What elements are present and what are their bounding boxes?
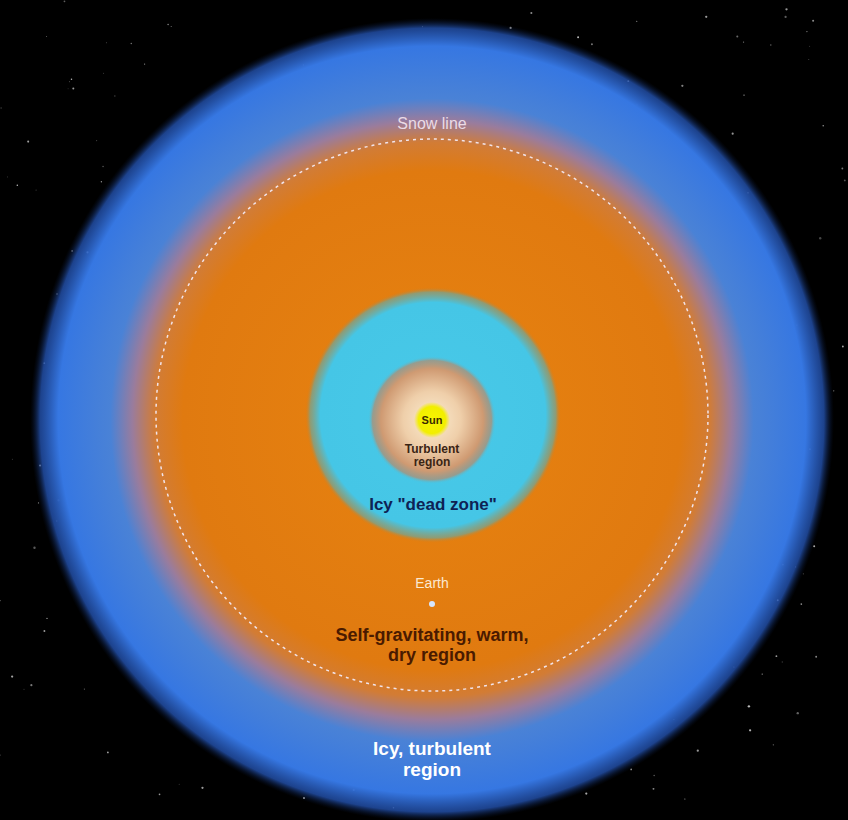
text-holder: Self-gravitating, warm, dry region (327, 626, 537, 666)
star (705, 16, 707, 18)
region-label: Sun (417, 415, 447, 426)
star (178, 783, 180, 785)
star (842, 346, 844, 348)
dead-zone: SunTurbulent regionIcy "dead zone" (309, 291, 557, 539)
sun: Sun (417, 405, 447, 435)
region-label: Self-gravitating, warm, dry region (327, 626, 537, 666)
star (833, 390, 834, 391)
star (101, 181, 102, 182)
star (775, 655, 777, 657)
star (841, 168, 843, 170)
region-label: Icy "dead zone" (348, 496, 518, 515)
star (732, 133, 734, 135)
star (46, 618, 47, 619)
star (781, 661, 783, 663)
star (785, 8, 787, 10)
star (103, 72, 105, 74)
star (808, 59, 809, 60)
star (107, 751, 109, 753)
star (743, 41, 744, 42)
star (167, 24, 169, 26)
star (11, 458, 13, 460)
star (131, 43, 133, 45)
star (577, 36, 579, 38)
star (784, 16, 786, 18)
star (653, 775, 655, 777)
inner-turbulent-disk (368, 356, 496, 484)
star (800, 603, 802, 605)
star (809, 45, 811, 47)
star (743, 94, 744, 95)
text-holder: Turbulent region (387, 443, 477, 469)
star (0, 754, 1, 755)
star (114, 95, 115, 96)
star (17, 184, 19, 186)
star (7, 176, 9, 178)
star (171, 26, 172, 27)
label-holder: Snow line (372, 115, 492, 133)
label-holder: Earth (392, 576, 472, 591)
star (11, 675, 13, 677)
star (697, 750, 699, 752)
star (806, 31, 807, 32)
star (30, 684, 32, 686)
star (749, 729, 751, 731)
star (96, 140, 97, 141)
star (773, 744, 774, 745)
star (102, 166, 103, 167)
star (201, 787, 203, 789)
star (0, 107, 1, 108)
star (819, 237, 821, 239)
star (812, 20, 814, 22)
region-label: Turbulent region (387, 443, 477, 469)
star (84, 688, 85, 689)
star (159, 794, 161, 796)
outer-region: SunTurbulent regionIcy "dead zone" Self-g… (30, 18, 834, 820)
star (36, 190, 37, 191)
star (67, 88, 69, 90)
star (33, 547, 35, 549)
star (43, 630, 45, 632)
star (748, 705, 750, 707)
star (762, 673, 763, 674)
star (144, 63, 145, 64)
star (0, 600, 1, 601)
star (844, 179, 846, 181)
text-holder: Sun (417, 415, 447, 426)
star (105, 42, 107, 44)
star (69, 81, 71, 83)
star (684, 798, 685, 799)
star (64, 0, 66, 2)
star (71, 78, 72, 79)
dead-zone-disk (305, 287, 561, 543)
star (653, 788, 655, 790)
star (822, 125, 824, 127)
text-holder: Icy "dead zone" (348, 496, 518, 515)
earth-dot (429, 601, 435, 607)
star (46, 35, 48, 37)
warm-region: SunTurbulent regionIcy "dead zone" Self-g… (132, 115, 732, 715)
star (797, 712, 799, 714)
snow-line-label: Snow line (372, 115, 492, 133)
star (681, 85, 683, 87)
turbulent-core: SunTurbulent region (370, 358, 494, 482)
earth-label: Earth (392, 576, 472, 591)
star (585, 792, 587, 794)
text-holder: Icy, turbulent region (347, 739, 517, 781)
star (770, 44, 771, 45)
star (23, 688, 25, 690)
outer-disk (30, 18, 834, 820)
region-label: Icy, turbulent region (347, 739, 517, 781)
star (27, 141, 29, 143)
snow-line-circle (156, 139, 708, 691)
sun-disk (414, 402, 450, 438)
star (530, 12, 532, 14)
star (591, 43, 593, 45)
star (736, 35, 738, 37)
star (815, 656, 817, 658)
star (72, 88, 74, 90)
star (636, 21, 637, 22)
